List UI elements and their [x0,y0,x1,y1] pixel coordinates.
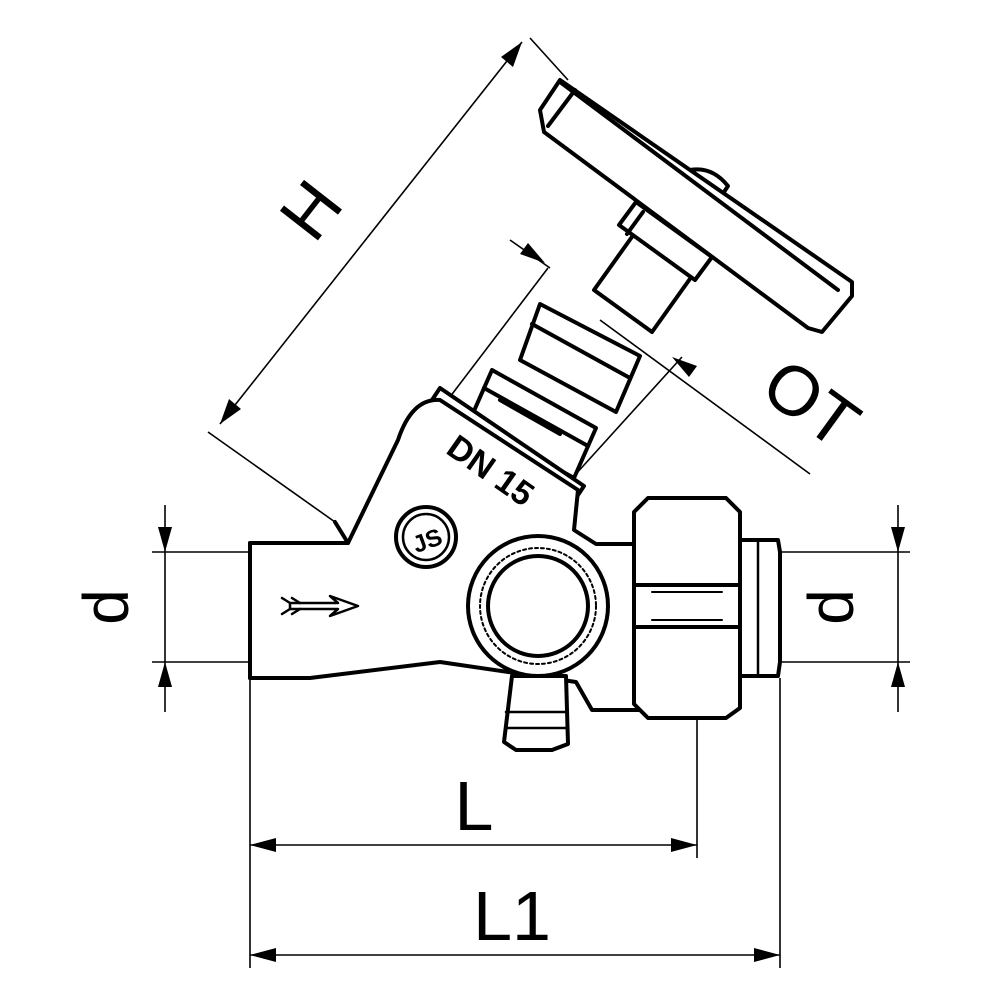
valve-body: JS DN 15 [248,397,642,752]
handwheel [538,78,854,334]
label-H: H [265,166,358,254]
union-connector [632,496,782,720]
flow-arrow-icon [280,594,360,618]
dimension-lines [152,37,910,968]
label-d-right: d [795,589,867,625]
label-L1: L1 [473,877,551,955]
drain-nipple [502,674,570,752]
label-OT: OT [749,343,873,463]
label-L: L [455,767,494,845]
side-port [466,534,610,678]
spindle [592,200,714,334]
label-d-left: d [70,589,142,625]
manufacturer-logo: JS [394,505,458,569]
